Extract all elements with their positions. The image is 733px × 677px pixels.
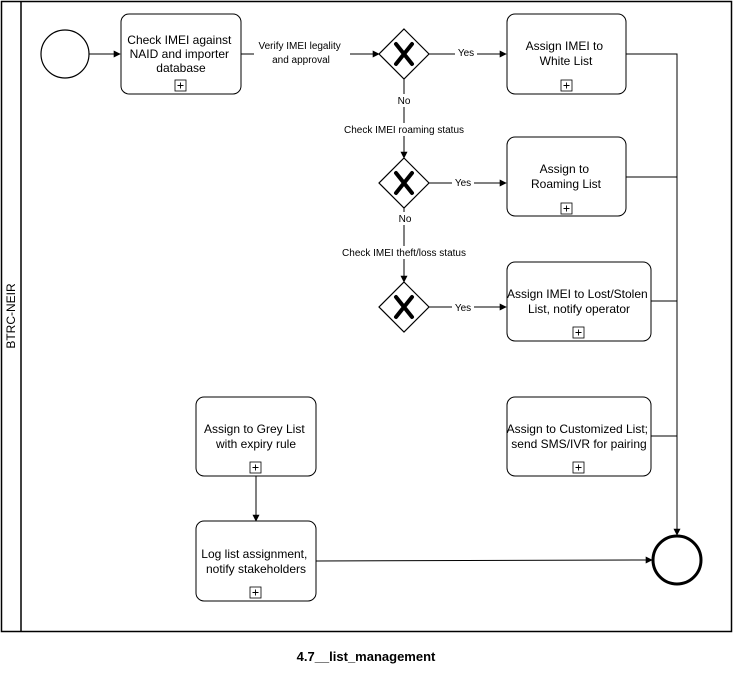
- task-white-list[interactable]: Assign IMEI to White List: [506, 13, 627, 95]
- subprocess-plus-icon: [560, 202, 573, 215]
- svg-text:Assign to Customized List;: Assign to Customized List; send SMS/IVR …: [507, 422, 652, 451]
- svg-text:Assign to Grey List with: Assign to Grey List with expiry rule: [204, 422, 308, 451]
- task-label: Check IMEI against: [127, 33, 232, 47]
- exclusive-x-icon: [394, 295, 414, 319]
- task-label: NAID and importer: [130, 47, 229, 61]
- flow-label-yes: Yes: [455, 178, 471, 189]
- flow-label-no: No: [399, 214, 412, 225]
- svg-text:Check IMEI against NAID: Check IMEI against NAID and importer dat…: [127, 33, 234, 75]
- task-label: Assign to Grey List: [204, 422, 305, 436]
- task-label: notify stakeholders: [206, 562, 306, 576]
- exclusive-x-icon: [394, 171, 414, 195]
- flow-label-yes: Yes: [458, 48, 474, 59]
- flow-label-verify: Verify IMEI legality: [258, 41, 340, 52]
- task-customized-list[interactable]: Assign to Customized List; send SMS/IVR …: [506, 396, 652, 477]
- task-check-imei[interactable]: Check IMEI against NAID and importer dat…: [120, 13, 242, 95]
- subprocess-plus-icon: [572, 326, 585, 339]
- task-label: database: [156, 61, 206, 75]
- gateway-theft[interactable]: [378, 281, 430, 333]
- task-label: List, notify operator: [528, 302, 630, 316]
- task-grey-list[interactable]: Assign to Grey List with expiry rule: [195, 396, 317, 477]
- start-event[interactable]: [40, 29, 90, 79]
- task-lost-stolen[interactable]: Assign IMEI to Lost/Stolen List, notify …: [506, 261, 652, 342]
- flow-labels: Verify IMEI legality and approval Yes No…: [254, 38, 477, 314]
- svg-text:Assign IMEI to White Lis: Assign IMEI to White List: [526, 39, 607, 68]
- flow-label-yes: Yes: [455, 303, 471, 314]
- subprocess-plus-icon: [572, 461, 585, 474]
- task-log-assignment[interactable]: Log list assignment, notify stakeholders: [195, 520, 317, 602]
- subprocess-plus-icon: [249, 461, 262, 474]
- task-label: with expiry rule: [215, 437, 296, 451]
- flow-label-roaming-status: Check IMEI roaming status: [344, 125, 464, 136]
- task-label: Assign IMEI to: [526, 39, 604, 53]
- svg-text:Assign IMEI to Lost/Stolen: Assign IMEI to Lost/Stolen List, notify …: [507, 287, 651, 316]
- task-label: Assign IMEI to Lost/Stolen: [507, 287, 648, 301]
- task-roaming-list[interactable]: Assign to Roaming List: [506, 136, 627, 217]
- svg-text:Assign to Roaming List: Assign to Roaming List: [531, 162, 602, 191]
- exclusive-x-icon: [394, 42, 414, 66]
- subprocess-plus-icon: [249, 586, 262, 599]
- task-label: Log list assignment,: [201, 547, 307, 561]
- task-label: Assign to Customized List;: [507, 422, 648, 436]
- task-label: send SMS/IVR for pairing: [511, 437, 646, 451]
- end-event[interactable]: [651, 534, 703, 586]
- flow-label-verify: and approval: [272, 55, 330, 66]
- gateway-legality[interactable]: [378, 28, 430, 80]
- task-label: Assign to: [540, 162, 590, 176]
- flow-label-no: No: [398, 96, 411, 107]
- subprocess-plus-icon: [174, 79, 187, 92]
- subprocess-plus-icon: [560, 79, 573, 92]
- lane-label: BTRC-NEIR: [4, 283, 18, 349]
- flow-white-to-end: [626, 53, 681, 536]
- gateway-roaming[interactable]: [378, 157, 430, 209]
- svg-text:Verify IMEI legality and: Verify IMEI legality and approval: [258, 41, 343, 66]
- svg-text:Log list assignment, not: Log list assignment, notify stakeholders: [201, 547, 310, 576]
- diagram-caption: 4.7__list_management: [297, 649, 436, 664]
- flow-label-theft-status: Check IMEI theft/loss status: [342, 248, 466, 259]
- task-label: Roaming List: [531, 177, 602, 191]
- task-label: White List: [540, 54, 593, 68]
- flow-log-to-end: [315, 556, 653, 564]
